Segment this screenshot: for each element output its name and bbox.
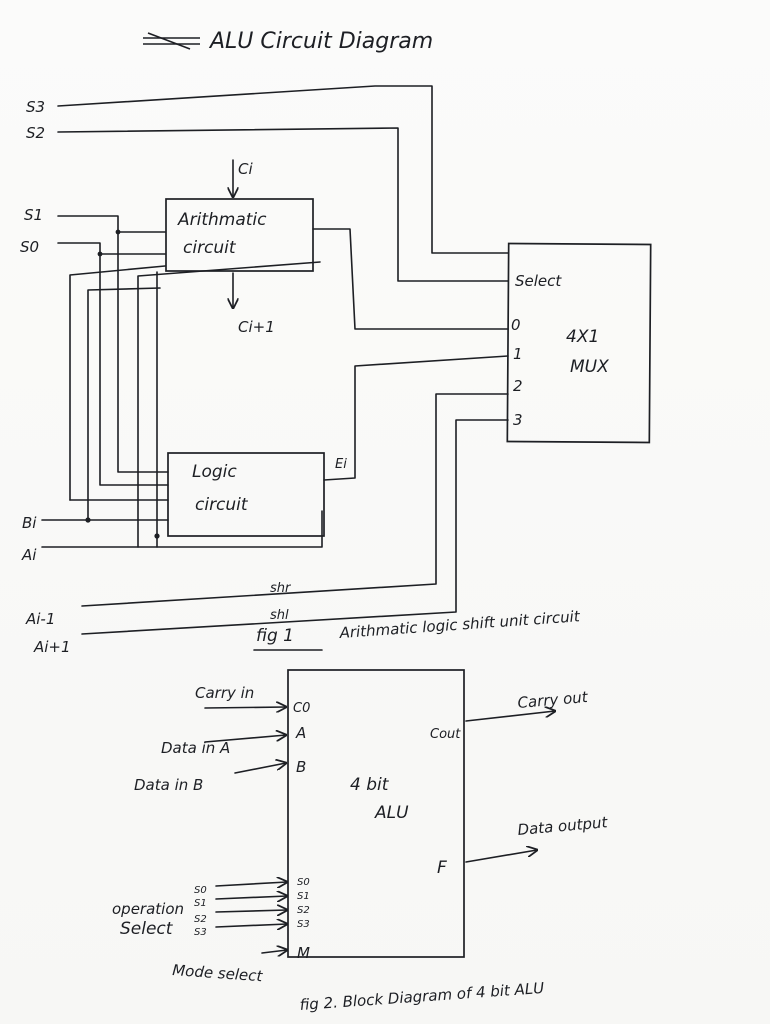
mux-name-1: 4X1 bbox=[566, 327, 599, 347]
wire-shl-to-mux-3 bbox=[81, 419, 509, 635]
wire-s1 bbox=[57, 215, 169, 473]
junction-s0 bbox=[97, 251, 103, 257]
op-sub-s1: S1 bbox=[194, 898, 207, 909]
pin-f: F bbox=[437, 858, 447, 878]
pin-cout: Cout bbox=[430, 727, 461, 742]
mux-select-label: Select bbox=[515, 272, 562, 290]
op-sub-s0: S0 bbox=[194, 885, 207, 896]
data-output-arrow bbox=[465, 850, 537, 863]
mux-input-2-label: 2 bbox=[513, 377, 523, 395]
op-sub-s2: S2 bbox=[194, 914, 207, 925]
wire-s0 bbox=[57, 242, 169, 486]
title-strikeout bbox=[143, 32, 200, 50]
carry-in-input-label: Carry in bbox=[195, 684, 254, 702]
alu-name-2: ALU bbox=[374, 803, 409, 823]
mux-input-0-label: 0 bbox=[511, 316, 521, 334]
shr-label: shr bbox=[270, 581, 292, 596]
wire-arith-to-mux-0 bbox=[312, 228, 509, 330]
mux-input-1-label: 1 bbox=[513, 345, 523, 363]
op-s1-arrow bbox=[215, 896, 287, 899]
op-sub-s3: S3 bbox=[194, 927, 207, 938]
carry-out-output-label: Carry out bbox=[517, 688, 590, 712]
carry-in-label: Ci bbox=[238, 160, 253, 178]
mode-select-label: Mode select bbox=[172, 961, 264, 985]
mux-input-3-label: 3 bbox=[513, 411, 523, 429]
wire-bi-loop bbox=[69, 265, 166, 501]
input-s2-label: S2 bbox=[26, 124, 45, 142]
input-s0-label: S0 bbox=[20, 238, 39, 256]
logic-circuit-box bbox=[167, 452, 325, 537]
fig1-caption: Arithmatic logic shift unit circuit bbox=[338, 607, 581, 642]
input-ai-label: Ai bbox=[21, 546, 37, 564]
wire-bi-to-arith bbox=[87, 287, 161, 521]
pin-b: B bbox=[296, 758, 306, 776]
pin-s1: S1 bbox=[297, 891, 310, 902]
logic-label-1: Logic bbox=[192, 462, 237, 482]
mux-name-2: MUX bbox=[570, 357, 609, 377]
data-b-input-arrow bbox=[234, 763, 286, 774]
wire-shr-to-mux-2 bbox=[81, 393, 509, 607]
alu-block-box bbox=[287, 669, 465, 958]
data-a-input-arrow bbox=[204, 735, 286, 743]
input-ai-plus-1-label: Ai+1 bbox=[33, 638, 71, 656]
pin-a: A bbox=[295, 724, 306, 742]
pin-s2: S2 bbox=[297, 905, 310, 916]
operation-select-label-2: Select bbox=[120, 919, 174, 939]
input-ai-minus-1-label: Ai-1 bbox=[25, 610, 55, 628]
wire-ai bbox=[41, 510, 323, 548]
arithmetic-label-2: circuit bbox=[183, 238, 237, 258]
input-s3-label: S3 bbox=[26, 98, 45, 116]
junction-s1 bbox=[115, 229, 121, 235]
pin-s0: S0 bbox=[297, 877, 310, 888]
arithmetic-label-1: Arithmatic bbox=[177, 210, 267, 230]
input-s1-label: S1 bbox=[24, 206, 43, 224]
op-s3-arrow bbox=[215, 924, 287, 927]
wire-ai-feedback bbox=[137, 261, 321, 548]
fig2-caption: fig 2. Block Diagram of 4 bit ALU bbox=[299, 979, 545, 1014]
data-a-input-label: Data in A bbox=[161, 739, 230, 757]
op-s2-arrow bbox=[215, 910, 287, 912]
pin-m: M bbox=[297, 944, 310, 962]
page-title: ALU Circuit Diagram bbox=[208, 29, 433, 54]
data-b-input-label: Data in B bbox=[134, 776, 203, 794]
fig1-caption-number: fig 1 bbox=[256, 626, 294, 646]
carry-out-label: Ci+1 bbox=[238, 318, 275, 336]
mux-box bbox=[506, 242, 652, 444]
input-bi-label: Bi bbox=[22, 514, 37, 532]
wire-logic-to-mux-1 bbox=[323, 355, 509, 481]
junction-ai bbox=[154, 533, 160, 539]
mode-select-arrow bbox=[261, 950, 287, 953]
junction-bi bbox=[85, 517, 91, 523]
op-s0-arrow bbox=[215, 882, 287, 886]
wire-s2-select bbox=[57, 127, 509, 282]
pin-c0: C0 bbox=[293, 701, 310, 716]
logic-label-2: circuit bbox=[195, 495, 249, 515]
alu-name-1: 4 bit bbox=[350, 775, 390, 795]
pin-s3: S3 bbox=[297, 919, 310, 930]
operation-select-label-1: operation bbox=[112, 900, 184, 918]
carry-in-input-arrow bbox=[204, 707, 286, 708]
logic-output-label: Ei bbox=[335, 457, 347, 472]
arithmetic-circuit-box bbox=[165, 198, 314, 272]
carry-out-output-arrow bbox=[465, 711, 555, 722]
shl-label: shl bbox=[270, 608, 289, 623]
wire-s3-select bbox=[57, 85, 509, 254]
data-output-label: Data output bbox=[517, 813, 609, 839]
